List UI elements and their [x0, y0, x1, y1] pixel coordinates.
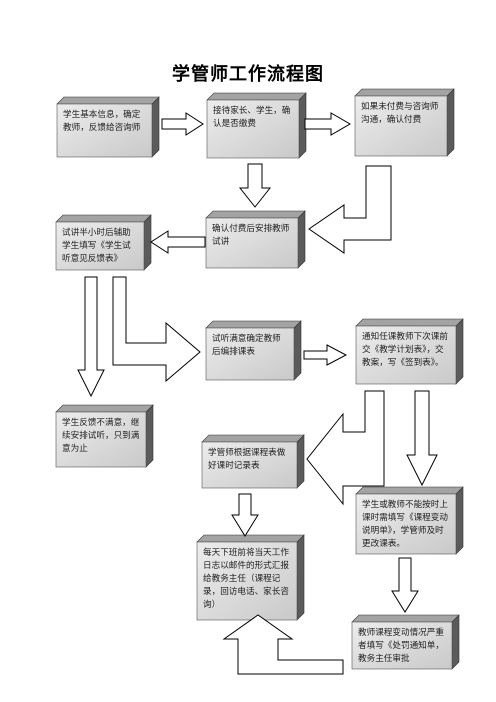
box-b7: 通知任课教师下次课前交《教学计划表》，交教案，写《签到表》。: [356, 326, 456, 384]
box-b9-side-face: [296, 434, 305, 489]
box-b10-text: 学生或教师不能按时上课时需填写《课程变动说明单》，学管师及时更改课表。: [362, 500, 448, 549]
box-b6-front-face: [205, 327, 295, 381]
box-b11-side-face: [296, 534, 305, 621]
box-b2: 接待家长、学生，确认是否缴费: [207, 100, 299, 158]
box-b6-top-face: [205, 320, 302, 329]
arrow-b7-b9: [306, 390, 385, 506]
box-b10-front-face: [355, 493, 457, 555]
box-b2-text: 接待家长、学生，确认是否缴费: [213, 106, 291, 129]
box-b12-front-face: [351, 621, 453, 670]
arrow-b4-b8: [77, 276, 105, 398]
box-b5-top-face: [205, 210, 306, 219]
box-b5-text: 确认付费后安排教师试讲: [212, 224, 290, 247]
box-b12-top-face: [351, 614, 460, 623]
box-b10-side-face: [455, 486, 464, 555]
box-b12-side-face: [451, 614, 460, 670]
box-b5: 确认付费后安排教师试讲: [206, 218, 298, 268]
arrow-b12-b11: [222, 614, 344, 675]
box-b9-top-face: [201, 434, 305, 443]
box-b4-text: 试讲半小时后辅助学生填写《学生试听意见反馈表》: [62, 228, 131, 264]
box-b8-text: 学生反馈不满意，继续安排试听，只到满意为止: [62, 418, 140, 454]
box-b4-top-face: [55, 214, 152, 223]
box-b6-text: 试听满意确定教师后编排课表: [212, 334, 281, 357]
box-b11: 每天下班前将当天工作日志以邮件的形式汇报给教务主任（课程记录，回访电话、家长咨询…: [197, 542, 297, 620]
box-b8: 学生反馈不满意，继续安排试听，只到满意为止: [56, 412, 146, 467]
box-b9: 学管师根据课程表做好课时记录表: [202, 442, 297, 488]
box-b8-side-face: [145, 404, 154, 468]
box-b4: 试讲半小时后辅助学生填写《学生试听意见反馈表》: [56, 222, 144, 270]
boxes-layer: [55, 88, 464, 670]
box-b5-side-face: [297, 210, 306, 269]
box-b1-text: 学生基本信息，确定教师，反馈给咨询师: [63, 110, 141, 133]
box-b9-front-face: [201, 441, 298, 489]
box-b1-side-face: [151, 96, 160, 158]
box-b11-front-face: [196, 541, 298, 621]
box-b1: 学生基本信息，确定教师，反馈给咨询师: [57, 104, 152, 157]
box-b8-front-face: [55, 411, 147, 468]
arrow-b10-b12: [391, 557, 419, 613]
box-b3: 如果未付费与咨询师沟通，确认付费: [355, 96, 447, 156]
box-b3-front-face: [354, 95, 448, 157]
box-b12: 教师课程变动情况严重者填写《处罚通知单，教务主任审批: [352, 622, 452, 669]
box-b3-text: 如果未付费与咨询师沟通，确认付费: [361, 102, 439, 125]
box-b7-front-face: [355, 325, 457, 385]
box-b4-front-face: [55, 221, 145, 271]
arrow-b6-b7: [303, 344, 348, 366]
box-b4-side-face: [143, 214, 152, 271]
arrow-b5-b4: [150, 230, 206, 254]
box-b7-side-face: [455, 318, 464, 385]
box-b1-front-face: [56, 103, 153, 158]
box-b5-front-face: [205, 217, 299, 269]
box-b11-top-face: [196, 534, 305, 543]
box-b7-text: 通知任课教师下次课前交《教学计划表》，交教案，写《签到表》。: [362, 332, 448, 368]
box-b9-text: 学管师根据课程表做好课时记录表: [208, 448, 286, 471]
arrows-layer: [77, 112, 438, 675]
arrow-b2-b3: [304, 112, 351, 136]
box-b2-top-face: [206, 92, 307, 101]
box-b3-top-face: [354, 88, 455, 97]
arrow-b9-b11: [231, 493, 259, 537]
box-b10: 学生或教师不能按时上课时需填写《课程变动说明单》，学管师及时更改课表。: [356, 494, 456, 554]
arrow-b3-b5: [308, 165, 392, 254]
box-b11-text: 每天下班前将当天工作日志以邮件的形式汇报给教务主任（课程记录，回访电话、家长咨询…: [203, 548, 289, 610]
box-b6: 试听满意确定教师后编排课表: [206, 328, 294, 380]
box-b10-top-face: [355, 486, 464, 495]
box-b8-top-face: [55, 404, 154, 413]
box-b7-top-face: [355, 318, 464, 327]
box-b2-front-face: [206, 99, 300, 159]
arrow-b1-b2: [161, 112, 204, 136]
box-b1-top-face: [56, 96, 160, 105]
box-b12-text: 教师课程变动情况严重者填写《处罚通知单，教务主任审批: [358, 628, 444, 664]
box-b6-side-face: [293, 320, 302, 381]
arrow-b2-b5: [238, 163, 272, 208]
arrow-b4-b6: [112, 276, 201, 383]
arrow-b7-b10: [406, 390, 438, 487]
diagram-title: 学管师工作流程图: [172, 64, 324, 85]
box-b3-side-face: [446, 88, 455, 157]
